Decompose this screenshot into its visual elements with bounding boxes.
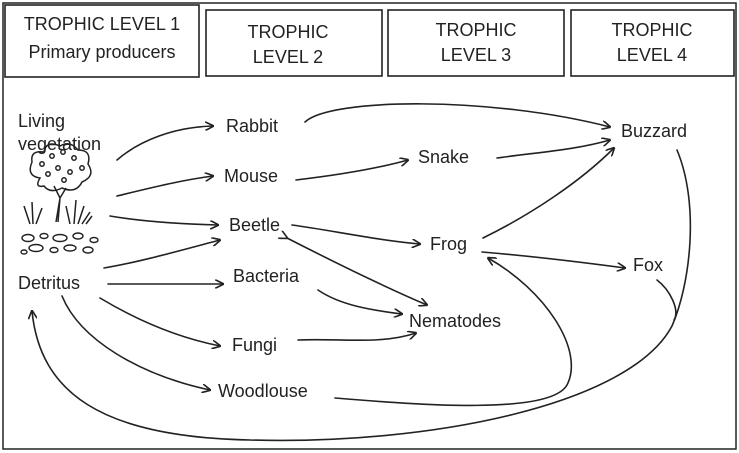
arrow-beetle-to-frog <box>292 225 420 244</box>
mouse-label: Mouse <box>224 166 278 186</box>
nematodes-label: Nematodes <box>409 311 501 331</box>
arrow-vegetation-to-beetle <box>110 216 218 225</box>
trophic-level-4-title: TROPHIC <box>612 20 693 40</box>
beetle-label: Beetle <box>229 215 280 235</box>
trophic-level-2-subtitle: LEVEL 2 <box>253 47 323 67</box>
arrow-fox-to-decomposer-line <box>657 280 676 320</box>
arrow-fox-buzzard-to-detritus <box>32 150 690 440</box>
snake-label: Snake <box>418 147 469 167</box>
detritus-label: Detritus <box>18 273 80 293</box>
buzzard-label: Buzzard <box>621 121 687 141</box>
rabbit-label: Rabbit <box>226 116 278 136</box>
fungi-label: Fungi <box>232 335 277 355</box>
detritus-pebbles-icon <box>21 233 98 254</box>
frog-label: Frog <box>430 234 467 254</box>
trophic-level-1-title: TROPHIC LEVEL 1 <box>24 14 180 34</box>
living-vegetation-label: Living <box>18 111 65 131</box>
trophic-level-4-box: TROPHIC LEVEL 4 <box>571 10 734 76</box>
trophic-level-4-subtitle: LEVEL 4 <box>617 45 687 65</box>
arrow-detritus-to-beetle <box>104 240 220 268</box>
fox-label: Fox <box>633 255 663 275</box>
arrow-snake-to-buzzard <box>497 140 610 158</box>
arrow-frog-to-buzzard <box>483 148 614 238</box>
arrow-vegetation-to-rabbit <box>117 126 213 160</box>
woodlouse-label: Woodlouse <box>218 381 308 401</box>
arrow-mouse-to-snake <box>296 160 408 180</box>
arrow-detritus-to-fungi <box>100 298 220 346</box>
living-vegetation-label-line2: vegetation <box>18 134 101 154</box>
arrow-bacteria-to-nematodes <box>318 290 402 314</box>
trophic-level-1-subtitle: Primary producers <box>28 42 175 62</box>
trophic-level-1-box: TROPHIC LEVEL 1 Primary producers <box>5 5 199 77</box>
bacteria-label: Bacteria <box>233 266 300 286</box>
arrow-vegetation-to-mouse <box>117 176 213 196</box>
trophic-level-3-box: TROPHIC LEVEL 3 <box>388 10 564 76</box>
arrow-fungi-to-nematodes <box>298 333 416 340</box>
trophic-level-2-title: TROPHIC <box>248 22 329 42</box>
arrow-detritus-to-woodlouse <box>62 296 210 390</box>
trophic-level-2-box: TROPHIC LEVEL 2 <box>206 10 382 76</box>
trophic-level-3-title: TROPHIC <box>436 20 517 40</box>
arrow-rabbit-to-buzzard <box>305 104 610 127</box>
arrow-frog-to-fox <box>482 252 625 268</box>
arrow-beetle-nematodes-start <box>287 238 427 305</box>
trophic-level-3-subtitle: LEVEL 3 <box>441 45 511 65</box>
